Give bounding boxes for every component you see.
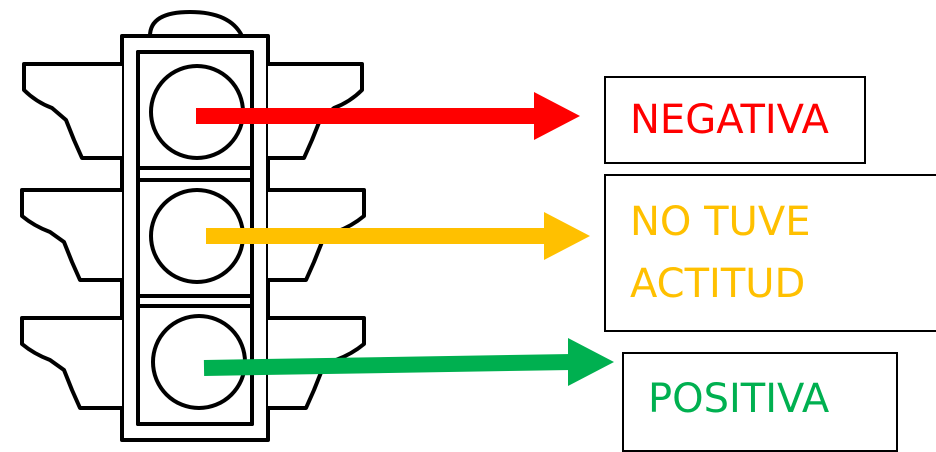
label-neutral-line-2: ACTITUD	[630, 261, 806, 307]
label-negative: NEGATIVA	[630, 97, 829, 143]
label-box-negative: NEGATIVA	[604, 76, 866, 164]
traffic-light-hood-top	[148, 10, 244, 38]
label-positive: POSITIVA	[648, 376, 830, 422]
arrow-red	[196, 92, 580, 140]
label-box-positive: POSITIVA	[622, 352, 898, 452]
arrow-yellow	[206, 212, 590, 260]
arrows	[196, 92, 614, 386]
label-neutral-line-1: NO TUVE	[630, 199, 811, 245]
left-visor-bottom	[20, 316, 122, 410]
left-visor-middle	[20, 188, 122, 282]
label-box-neutral: NO TUVE ACTITUD	[604, 174, 936, 332]
left-visor-top	[22, 62, 122, 160]
arrow-green	[203, 338, 614, 386]
traffic-light	[20, 10, 366, 442]
